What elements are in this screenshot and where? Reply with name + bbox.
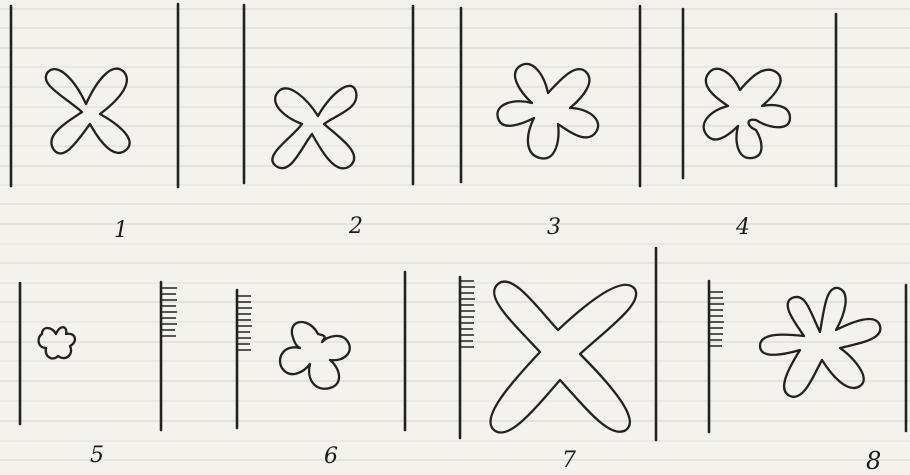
figure-3-label: 3 bbox=[547, 217, 561, 239]
hatch-6 bbox=[237, 296, 252, 350]
figure-8-label: 8 bbox=[866, 449, 881, 473]
figure-2-shape bbox=[272, 86, 356, 168]
figure-8-shape bbox=[760, 288, 880, 397]
figure-5-shape bbox=[39, 327, 75, 358]
figure-4-label: 4 bbox=[736, 217, 750, 239]
hatch-7 bbox=[460, 281, 475, 347]
figure-5-label: 5 bbox=[90, 445, 104, 467]
figure-2-label: 2 bbox=[349, 216, 363, 238]
figure-1-shape bbox=[46, 69, 130, 154]
hatch-5 bbox=[161, 288, 177, 336]
hatch-marks bbox=[161, 281, 724, 350]
hatch-8 bbox=[709, 292, 724, 346]
figure-1-label: 1 bbox=[114, 220, 128, 242]
figure-6-label: 6 bbox=[324, 446, 338, 468]
figure-3-shape bbox=[497, 64, 598, 159]
figure-7-shape bbox=[490, 282, 636, 433]
figure-6-shape bbox=[280, 322, 350, 389]
figure-4-shape bbox=[704, 69, 790, 158]
figure-7-label: 7 bbox=[562, 450, 576, 472]
